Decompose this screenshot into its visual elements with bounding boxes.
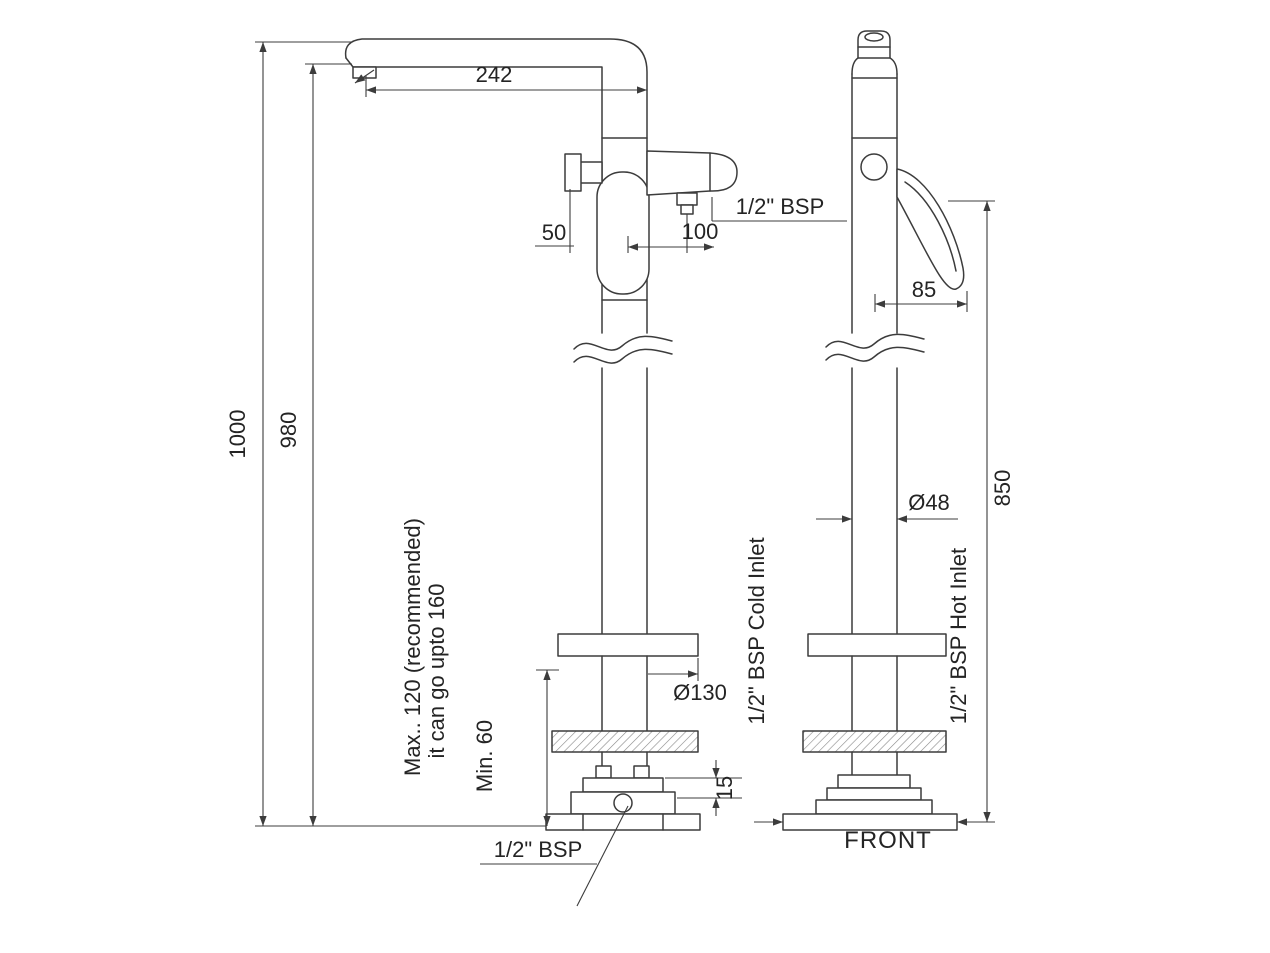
note-max-riser-line1: Max.. 120 (recommended) xyxy=(400,518,425,776)
label-handle-height: 850 xyxy=(990,470,1015,507)
pipe-break xyxy=(573,335,673,351)
front-view-part xyxy=(782,30,965,831)
leader-floor-connection-bsp xyxy=(480,805,629,907)
base-bracket-top xyxy=(582,777,664,793)
mixer-body-cover xyxy=(596,171,650,295)
outlet-nub-bottom xyxy=(680,204,694,215)
dim-handle-height-850 xyxy=(754,200,995,826)
spout-cap-front xyxy=(857,30,891,59)
floor-level-plate-front xyxy=(802,730,947,753)
diverter-valve-cap xyxy=(564,153,582,192)
dim-spout-height-980 xyxy=(305,63,352,826)
floor-flange-plate-front xyxy=(807,633,947,657)
leader-outlet-thread-bsp xyxy=(711,197,847,222)
label-valve-offset: 50 xyxy=(542,220,566,245)
dimension-labels: 242 1000 980 50 100 1/2" BSP 85 Ø48 850 … xyxy=(225,62,1015,862)
label-pipe-diameter: Ø48 xyxy=(908,490,950,515)
body-button xyxy=(860,153,888,181)
dim-base-plate-15 xyxy=(665,760,742,816)
pipe-break-front xyxy=(825,333,925,349)
dim-spout-reach-242 xyxy=(354,69,647,97)
label-handle-length: 85 xyxy=(912,277,936,302)
dim-overall-height-1000 xyxy=(255,41,546,827)
dimension-lines xyxy=(255,41,995,907)
lever-handle-side xyxy=(646,150,738,196)
label-cold-inlet: 1/2" BSP Cold Inlet xyxy=(744,537,769,724)
label-front-view: FRONT xyxy=(844,827,932,854)
label-outlet-offset: 100 xyxy=(682,219,719,244)
base-inlet-port xyxy=(613,793,633,813)
base-bolt-left xyxy=(595,765,612,779)
diverter-valve-stem xyxy=(579,161,603,184)
dim-handle-length-85 xyxy=(874,291,968,312)
dim-outlet-offset-100 xyxy=(627,214,714,253)
label-floor-connection-thread: 1/2" BSP xyxy=(494,837,583,862)
base-step-1 xyxy=(837,774,911,789)
label-overall-height: 1000 xyxy=(225,410,250,459)
label-hot-inlet: 1/2" BSP Hot Inlet xyxy=(946,548,971,724)
note-min-riser: Min. 60 xyxy=(472,720,497,792)
outlet-nub-top xyxy=(676,192,698,206)
note-max-riser-line2: it can go upto 160 xyxy=(424,584,449,759)
dim-riser-adjust-range xyxy=(536,669,559,826)
dim-flange-diameter-130 xyxy=(648,658,699,681)
label-base-plate-thickness: 15 xyxy=(712,776,737,800)
base-step-2 xyxy=(826,787,922,801)
floor-level-plate xyxy=(551,730,699,753)
label-flange-diameter: Ø130 xyxy=(673,680,727,705)
dim-valve-offset-50 xyxy=(535,189,574,253)
lever-handle-front xyxy=(896,168,965,290)
spout-flow-arrow xyxy=(354,69,375,84)
base-bolt-right xyxy=(633,765,650,779)
base-step-3 xyxy=(815,799,933,815)
floor-flange-plate xyxy=(557,633,699,657)
label-spout-height: 980 xyxy=(276,412,301,449)
label-spout-reach: 242 xyxy=(476,62,513,87)
aerator-opening xyxy=(864,32,884,42)
label-outlet-thread: 1/2" BSP xyxy=(736,194,825,219)
